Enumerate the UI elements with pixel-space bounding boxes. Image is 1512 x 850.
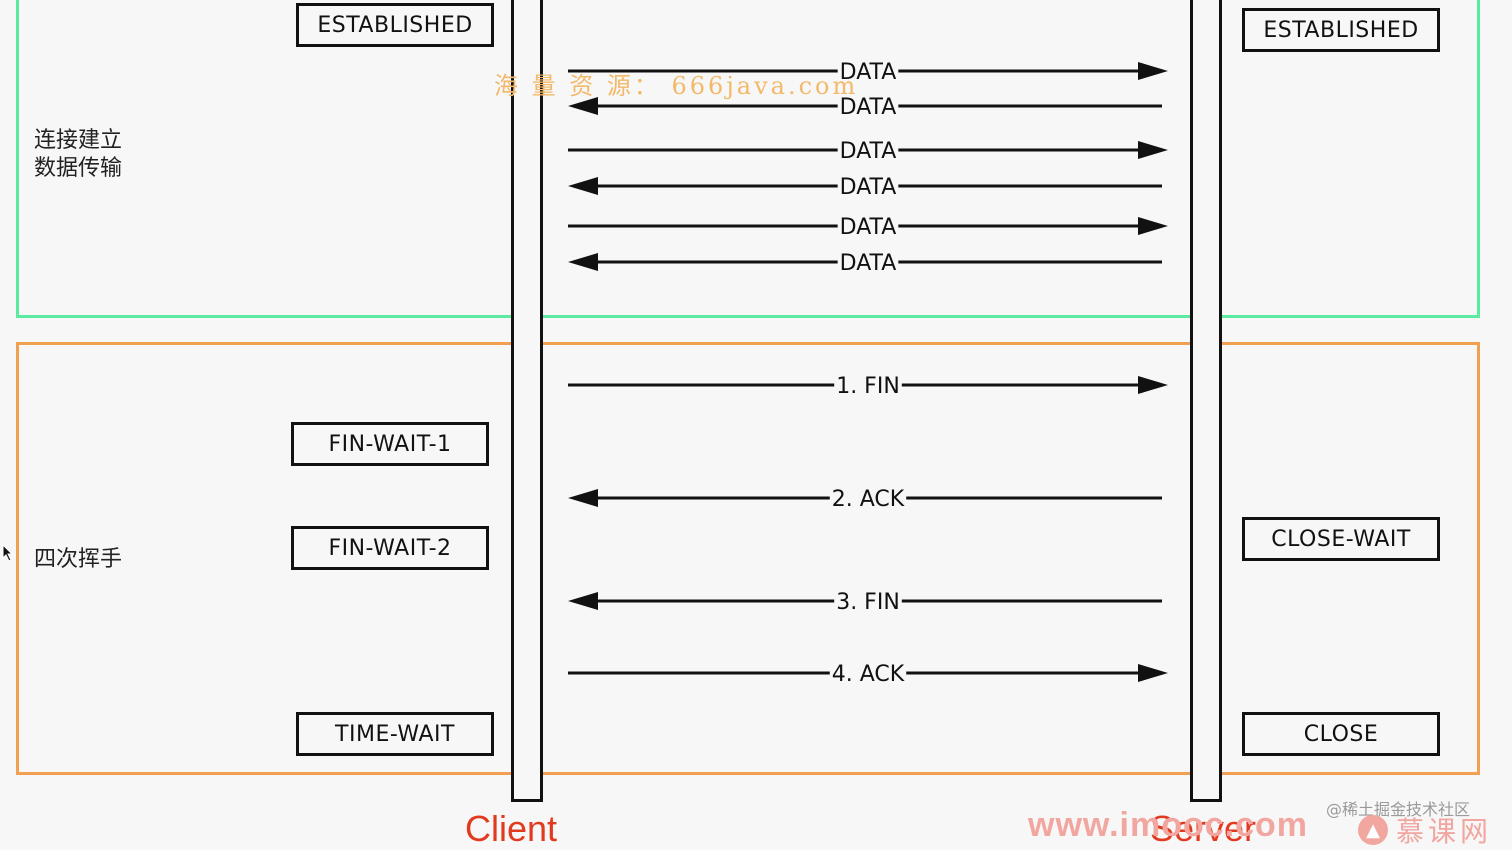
message-arrow: DATA: [568, 93, 1162, 120]
client-state-fin-wait-2: FIN-WAIT-2: [291, 526, 489, 570]
message-label: 3. FIN: [836, 590, 900, 615]
arrowhead-icon: [1138, 376, 1168, 394]
client-state-established: ESTABLISHED: [296, 3, 494, 47]
watermark-text: 海 量 资 源： 666java.com: [494, 72, 859, 100]
message-arrow: 3. FIN: [568, 588, 1162, 615]
message-label: DATA: [840, 60, 897, 85]
message-label-background: [837, 249, 899, 275]
message-label: DATA: [840, 215, 897, 240]
message-label-background: [837, 173, 899, 199]
data-transfer-section: [16, 0, 1480, 318]
footer-site-watermark: www.imooc.com: [1028, 806, 1309, 844]
message-label: DATA: [840, 95, 897, 120]
message-label: 1. FIN: [836, 374, 900, 399]
message-label: 4. ACK: [832, 662, 905, 687]
server-lifeline: [1190, 0, 1222, 802]
client-state-time-wait: TIME-WAIT: [296, 712, 494, 756]
arrowhead-icon: [1138, 141, 1168, 159]
message-label-background: [829, 660, 907, 686]
arrowhead-icon: [568, 177, 598, 195]
message-arrow: DATA: [568, 213, 1168, 240]
message-label-background: [837, 58, 899, 84]
server-state-established: ESTABLISHED: [1242, 8, 1440, 52]
message-label-background: [837, 213, 899, 239]
message-arrow: 2. ACK: [568, 485, 1162, 512]
message-label: DATA: [840, 175, 897, 200]
message-label-background: [837, 137, 899, 163]
arrowhead-icon: [568, 97, 598, 115]
message-label: DATA: [840, 139, 897, 164]
mouse-cursor-icon: [2, 544, 14, 562]
footer-credit: @稀土掘金技术社区: [1326, 800, 1471, 819]
flame-icon: ▲: [1358, 815, 1388, 845]
message-label-background: [829, 485, 907, 511]
message-arrow: 1. FIN: [568, 372, 1168, 399]
arrowhead-icon: [568, 592, 598, 610]
arrowhead-icon: [568, 253, 598, 271]
client-lifeline: [511, 0, 543, 802]
message-arrow: DATA: [568, 58, 1168, 85]
message-label: DATA: [840, 251, 897, 276]
message-arrow: DATA: [568, 249, 1162, 276]
arrowhead-icon: [568, 489, 598, 507]
brand-logo: ▲ 慕课网: [1358, 810, 1492, 850]
arrowhead-icon: [1138, 62, 1168, 80]
client-state-fin-wait-1: FIN-WAIT-1: [291, 422, 489, 466]
server-state-close-wait: CLOSE-WAIT: [1242, 517, 1440, 561]
client-label: Client: [465, 808, 558, 849]
four-way-handshake-label: 四次挥手: [34, 547, 123, 572]
message-arrow: DATA: [568, 137, 1168, 164]
brand-logo-text: 慕课网: [1396, 815, 1493, 848]
data-transfer-label: 连接建立 数据传输: [34, 128, 123, 181]
four-way-handshake-section: [16, 342, 1480, 775]
message-label: 2. ACK: [832, 487, 905, 512]
message-label-background: [834, 372, 902, 398]
arrowhead-icon: [1138, 664, 1168, 682]
message-label-background: [834, 588, 902, 614]
message-arrow: 4. ACK: [568, 660, 1168, 687]
arrowhead-icon: [1138, 217, 1168, 235]
message-label-background: [837, 93, 899, 119]
server-state-close: CLOSE: [1242, 712, 1440, 756]
message-arrow: DATA: [568, 173, 1162, 200]
